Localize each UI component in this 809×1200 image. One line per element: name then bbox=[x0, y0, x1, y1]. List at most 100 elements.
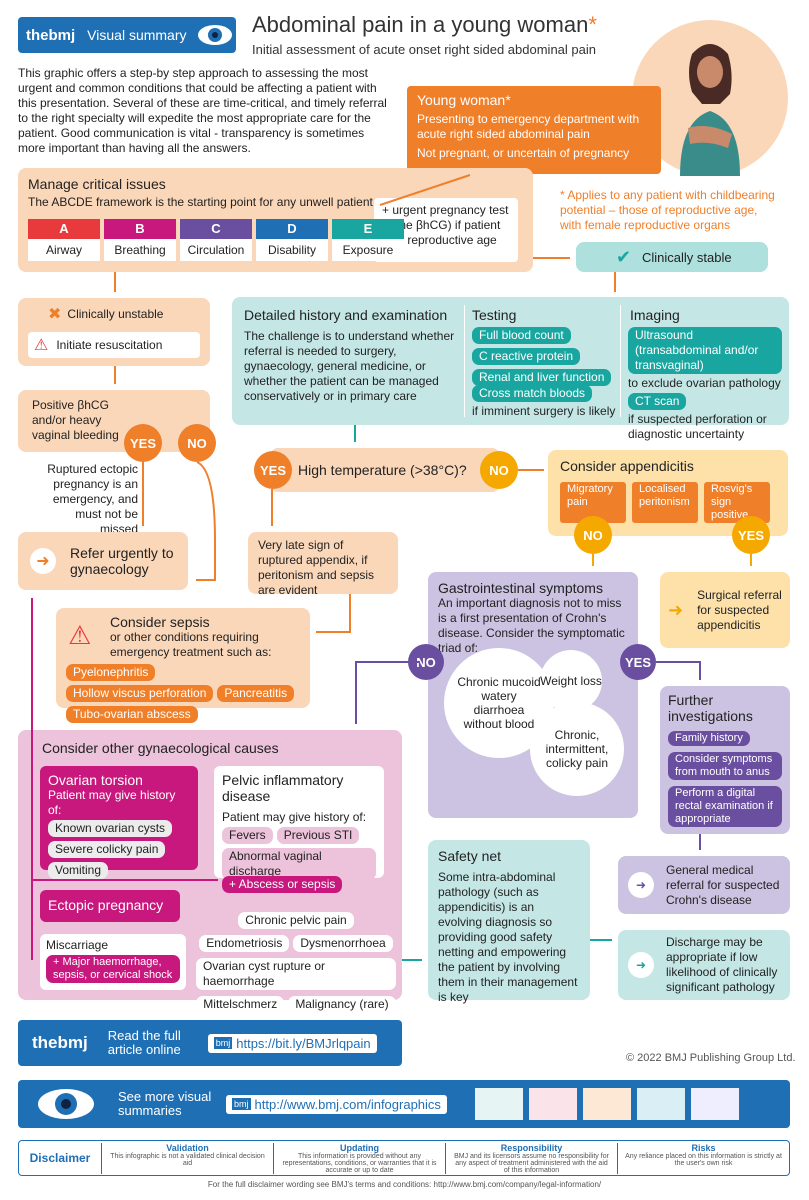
surgical-box: ➜ Surgical referral for suspected append… bbox=[660, 572, 790, 648]
sepsis-tag: Pyelonephritis bbox=[66, 664, 156, 681]
sepsis-text: or other conditions requiring emergency … bbox=[110, 630, 272, 659]
further-tag: Consider symptoms from mouth to anus bbox=[668, 752, 782, 780]
torsion-tag: Severe colicky pain bbox=[48, 841, 166, 858]
intro-text: This graphic offers a step-by step appro… bbox=[18, 66, 387, 155]
cross-match-tag: Cross match bloods bbox=[472, 385, 593, 402]
miscarriage-tag: + Major haemorrhage, sepsis, or cervical… bbox=[46, 955, 180, 983]
torsion-tag: Known ovarian cysts bbox=[48, 820, 173, 837]
abcde-letter: C bbox=[180, 219, 252, 239]
gyn-box: Consider other gynaecological causes Ova… bbox=[18, 730, 402, 1013]
history-text: The challenge is to understand whether r… bbox=[244, 329, 455, 403]
bmj-icon: bmj bbox=[213, 1037, 233, 1049]
safety-box: Safety net Some intra-abdominal patholog… bbox=[428, 840, 590, 1004]
late-sign-text: Very late sign of ruptured appendix, if … bbox=[258, 538, 375, 597]
disclaimer-col-head: Responsibility bbox=[500, 1142, 563, 1153]
temp-yes: YES bbox=[254, 451, 292, 489]
bmj-icon: bmj bbox=[232, 1098, 251, 1110]
appendicitis-title: Consider appendicitis bbox=[560, 458, 694, 474]
full-disclaimer: For the full disclaimer wording see BMJ'… bbox=[207, 1180, 602, 1189]
gyn-title: Consider other gynaecological causes bbox=[42, 740, 279, 756]
arrow-right-icon: ➜ bbox=[628, 952, 654, 978]
safety-text: Some intra-abdominal pathology (such as … bbox=[438, 870, 578, 1004]
refer-gyn-label: Refer urgently to gynaecology bbox=[70, 545, 174, 577]
abcde-letter: E bbox=[332, 219, 404, 239]
ct-tag: CT scan bbox=[628, 393, 687, 410]
sepsis-title: Consider sepsis bbox=[110, 614, 210, 630]
further-title: Further investigations bbox=[668, 692, 753, 724]
thumbnail[interactable] bbox=[528, 1088, 577, 1120]
article-link[interactable]: bmj https://bit.ly/BMJrlqpain bbox=[207, 1033, 377, 1053]
abcde-word: Breathing bbox=[104, 239, 176, 261]
abcde-letter: A bbox=[28, 219, 100, 239]
gi-yes: YES bbox=[620, 644, 656, 680]
appendicitis-tag: Rosvig's sign positive bbox=[704, 482, 770, 523]
ectopic-note: Ruptured ectopic pregnancy is an emergen… bbox=[47, 462, 138, 536]
warning-icon: ⚠ bbox=[68, 620, 92, 650]
imaging-title: Imaging bbox=[630, 307, 680, 323]
see-more-text: See more visual summaries bbox=[118, 1089, 212, 1118]
resus-label: Initiate resuscitation bbox=[56, 338, 163, 352]
brand-logo: thebmj bbox=[26, 26, 76, 44]
pid-tag: Fevers bbox=[222, 827, 273, 844]
testing-tag: C reactive protein bbox=[472, 348, 581, 365]
discharge-label: Discharge may be appropriate if low like… bbox=[666, 935, 778, 994]
copyright: © 2022 BMJ Publishing Group Ltd. bbox=[626, 1052, 796, 1064]
thumbnail[interactable] bbox=[474, 1088, 523, 1120]
flow-connectors bbox=[31, 174, 752, 961]
temp-no: NO bbox=[480, 451, 518, 489]
preg-test-text: + urgent pregnancy test (urine βhCG) if … bbox=[382, 203, 509, 247]
resus-box: ⚠ Initiate resuscitation bbox=[28, 332, 200, 358]
sepsis-tag: Hollow viscus perforation bbox=[66, 685, 214, 702]
cross-icon: ✖ bbox=[48, 306, 62, 323]
surgical-label: Surgical referral for suspected appendic… bbox=[697, 587, 782, 632]
disclaimer-col-text: Any reliance placed on this information … bbox=[625, 1152, 782, 1167]
title-asterisk: * bbox=[588, 12, 597, 37]
arrow-right-icon: ➜ bbox=[628, 872, 654, 898]
cross-note: if imminent surgery is likely bbox=[472, 404, 616, 418]
testing-tag: Full blood count bbox=[472, 327, 571, 344]
thumbnail[interactable] bbox=[690, 1088, 739, 1120]
footnote: * Applies to any patient with childbeari… bbox=[560, 188, 775, 232]
history-title: Detailed history and examination bbox=[244, 307, 448, 323]
visual-summary-label: Visual summary bbox=[87, 27, 187, 43]
abcde-word: Disability bbox=[256, 239, 328, 261]
footer-brand-logo: thebmj bbox=[32, 1033, 88, 1052]
ultrasound-note: to exclude ovarian pathology bbox=[628, 376, 781, 390]
temp-question: High temperature (>38°C)? bbox=[298, 462, 467, 478]
discharge-box: ➜ Discharge may be appropriate if low li… bbox=[618, 930, 790, 1000]
temp-box: High temperature (>38°C)? bbox=[270, 448, 500, 492]
safety-title: Safety net bbox=[438, 848, 502, 864]
read-article-bar: thebmj Read the full article online bmj … bbox=[18, 1020, 402, 1066]
see-more-bar: See more visual summaries bmj http://www… bbox=[18, 1080, 790, 1128]
abcde-word: Exposure bbox=[332, 239, 404, 261]
pid-tag: Previous STI bbox=[276, 827, 360, 844]
testing-tag: Renal and liver function bbox=[472, 369, 612, 386]
gyn-other-tag: Chronic pelvic pain bbox=[238, 912, 354, 929]
header-brand-bar: thebmj Visual summary bbox=[18, 17, 236, 53]
young-woman-line1: Presenting to emergency department with … bbox=[417, 112, 640, 141]
gyn-other-tag: Malignancy (rare) bbox=[288, 996, 396, 1013]
thumbnail-strip[interactable] bbox=[474, 1088, 739, 1120]
app-yes: YES bbox=[732, 516, 770, 554]
young-woman-box: Young woman* Presenting to emergency dep… bbox=[407, 86, 661, 174]
gyn-other-tag: Ovarian cyst rupture or haemorrhage bbox=[196, 958, 396, 990]
torsion-tag: Vomiting bbox=[48, 862, 109, 879]
gi-circle-pain: Chronic, intermittent, colicky pain bbox=[530, 702, 624, 796]
thumbnail[interactable] bbox=[636, 1088, 685, 1120]
clinically-stable-box: ✔ Clinically stable bbox=[576, 242, 768, 272]
late-sign-box: Very late sign of ruptured appendix, if … bbox=[248, 532, 398, 597]
pid-sub: Patient may give history of: bbox=[222, 810, 367, 824]
disclaimer-col-text: This infographic is not a validated clin… bbox=[110, 1152, 265, 1167]
app-no: NO bbox=[574, 516, 612, 554]
infographics-link[interactable]: bmj http://www.bmj.com/infographics bbox=[226, 1094, 447, 1114]
critical-sub: The ABCDE framework is the starting poin… bbox=[28, 195, 373, 209]
disclaimer-col-text: BMJ and its licensors assume no responsi… bbox=[454, 1152, 609, 1174]
thumbnail[interactable] bbox=[582, 1088, 631, 1120]
